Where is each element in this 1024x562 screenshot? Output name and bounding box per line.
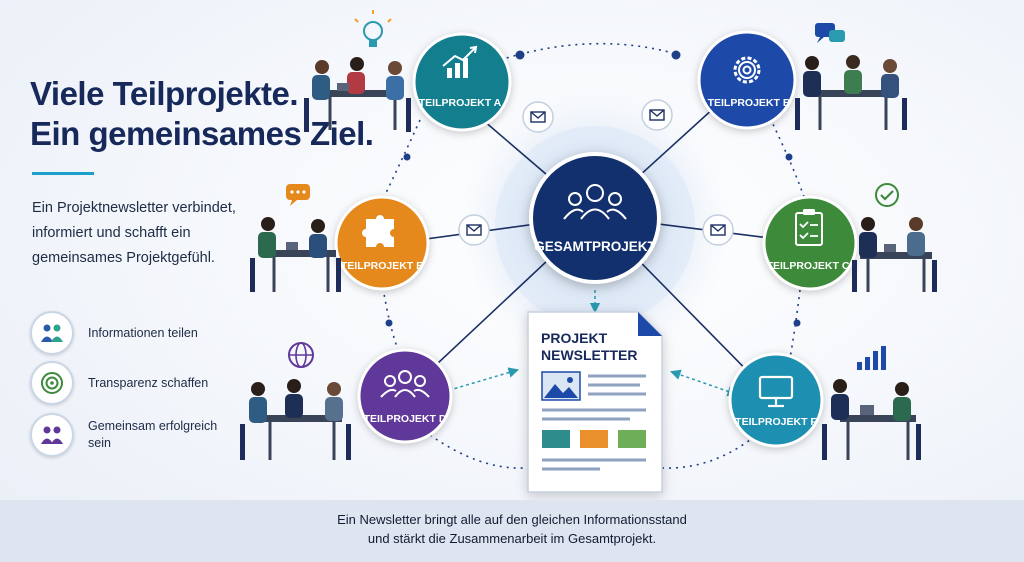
puzzle-icon: [362, 215, 394, 247]
footer-line-2: und stärkt die Zusammenarbeit im Gesamtp…: [367, 531, 657, 546]
ring-dot: [385, 319, 393, 327]
team-illustration-top-left: [304, 57, 411, 132]
checkmark-icon: [875, 183, 899, 207]
benefit-label: Gemeinsam erfolgreich sein: [88, 419, 218, 450]
ring-dot: [403, 153, 411, 161]
benefit-transparency: Transparenz schaffen: [30, 361, 218, 405]
envelope-icon: [458, 214, 490, 246]
envelope-icon: [522, 101, 554, 133]
subproject-c-node: TEILPROJEKT C: [762, 195, 858, 291]
chat-bubble-icon: [815, 23, 845, 43]
arrow-f-newsletter: [670, 369, 738, 397]
network-diagram: GESAMTPROJEKT TEILPROJEKT A TEILPROJEKT …: [240, 10, 937, 493]
benefit-success: Gemeinsam erfolgreich sein: [30, 413, 218, 457]
color-block-green: [618, 430, 646, 448]
ring-arc-bottom-right: [661, 431, 761, 469]
ring-dot: [515, 50, 525, 60]
envelope-icon: [641, 99, 673, 131]
subproject-e-label: TEILPROJEKT E: [341, 260, 423, 272]
newsletter-title-1: PROJEKT: [541, 330, 608, 346]
subproject-b-node: TEILPROJEKT B: [697, 30, 797, 130]
subproject-f-label: TEILPROJEKT F: [735, 416, 817, 428]
arrow-d-newsletter: [437, 367, 520, 396]
team-illustration-middle-right: [852, 217, 937, 292]
subproject-d-node: TEILPROJEKT D: [357, 348, 453, 444]
subproject-d-label: TEILPROJEKT D: [364, 413, 447, 425]
clipboard-icon: [795, 209, 823, 246]
central-node: GESAMTPROJEKT: [529, 152, 661, 284]
subproject-a-node: TEILPROJEKT A: [412, 32, 512, 132]
footer-band: [0, 500, 1024, 562]
intro-text: Ein Projektnewsletter verbindet, informi…: [32, 200, 236, 266]
newsletter-title-2: NEWSLETTER: [541, 347, 637, 363]
envelope-icon: [702, 214, 734, 246]
color-block-teal: [542, 430, 570, 448]
ring-arc-left-top: [379, 119, 421, 206]
benefit-label: Transparenz schaffen: [88, 375, 209, 390]
ring-arc-right-bottom: [789, 289, 801, 359]
ring-arc-bottom-left: [429, 434, 526, 469]
team-icon: [30, 413, 74, 457]
people-share-icon: [30, 311, 74, 355]
monitor-icon: [758, 375, 794, 408]
lightbulb-icon: [354, 10, 392, 47]
chart-growth-icon: [442, 45, 478, 78]
gear-icon: [733, 56, 761, 84]
team-illustration-bottom-left: [240, 379, 351, 460]
speech-bubble-icon: [286, 184, 310, 206]
ring-arc-top: [499, 42, 681, 61]
benefit-share: Informationen teilen: [30, 311, 218, 355]
footer-line-1: Ein Newsletter bringt alle auf den gleic…: [337, 512, 687, 527]
ring-dot: [785, 153, 793, 161]
subproject-c-label: TEILPROJEKT C: [767, 260, 850, 272]
people-icon: [380, 370, 430, 398]
headline-line-1: Viele Teilprojekte.: [30, 75, 299, 112]
subproject-f-node: TEILPROJEKT F: [728, 352, 824, 448]
team-illustration-top-right: [795, 55, 907, 130]
globe-icon: [288, 342, 314, 368]
image-icon: [541, 371, 581, 401]
subproject-e-node: TEILPROJEKT E: [334, 195, 430, 291]
color-block-orange: [580, 430, 608, 448]
group-icon: [563, 184, 627, 220]
ring-dot: [671, 50, 681, 60]
benefit-label: Informationen teilen: [88, 325, 198, 340]
headline: Viele Teilprojekte. Ein gemeinsames Ziel…: [30, 74, 374, 154]
team-illustration-bottom-right: [822, 379, 921, 460]
newsletter-document: PROJEKT NEWSLETTER: [527, 311, 663, 493]
ring-dot: [793, 319, 801, 327]
headline-line-2: Ein gemeinsames Ziel.: [30, 115, 374, 152]
team-illustration-middle-left: [250, 217, 341, 292]
target-icon: [30, 361, 74, 405]
footer-text: Ein Newsletter bringt alle auf den gleic…: [0, 510, 1024, 548]
central-node-label: GESAMTPROJEKT: [534, 239, 656, 254]
subproject-a-label: TEILPROJEKT A: [419, 97, 502, 109]
bar-chart-icon: [857, 346, 886, 370]
accent-rule: [32, 172, 94, 175]
subproject-b-label: TEILPROJEKT B: [708, 97, 791, 109]
